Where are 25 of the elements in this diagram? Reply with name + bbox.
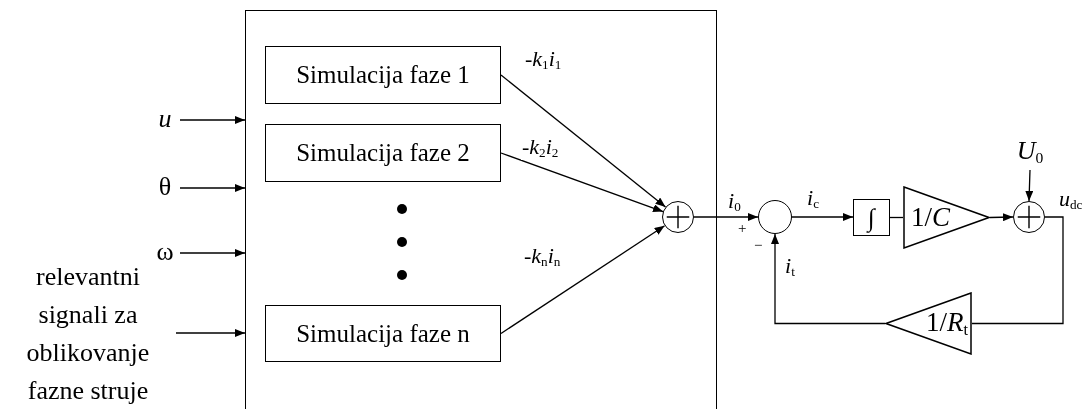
sign-label: − — [754, 238, 763, 253]
arrow — [1025, 169, 1034, 202]
signal-label: θ — [150, 174, 180, 202]
signal-label: U$_{0}$ — [1010, 138, 1050, 170]
arrow — [791, 213, 854, 221]
integrator-block: ∫ — [853, 199, 890, 236]
process-box: Simulacija faze 2 — [265, 124, 501, 182]
gain-triangle: 1/R$_{t}$ — [885, 292, 972, 355]
signal-label: ω — [150, 239, 180, 267]
arrow — [179, 116, 246, 124]
arrow — [175, 329, 246, 337]
process-box: Simulacija faze n — [265, 305, 501, 362]
arrow — [179, 249, 246, 257]
subsystem-box — [245, 10, 717, 409]
sign-label: + — [738, 221, 747, 236]
arrow — [500, 225, 666, 335]
arrow — [693, 213, 759, 221]
arrow — [179, 184, 246, 192]
signal-label: u — [150, 106, 180, 134]
arrow — [500, 152, 664, 213]
gain-triangle: 1/C — [903, 186, 990, 249]
arrow — [989, 213, 1014, 222]
arrow — [500, 74, 667, 208]
process-box: Simulacija faze 1 — [265, 46, 501, 104]
arrow — [771, 233, 886, 325]
